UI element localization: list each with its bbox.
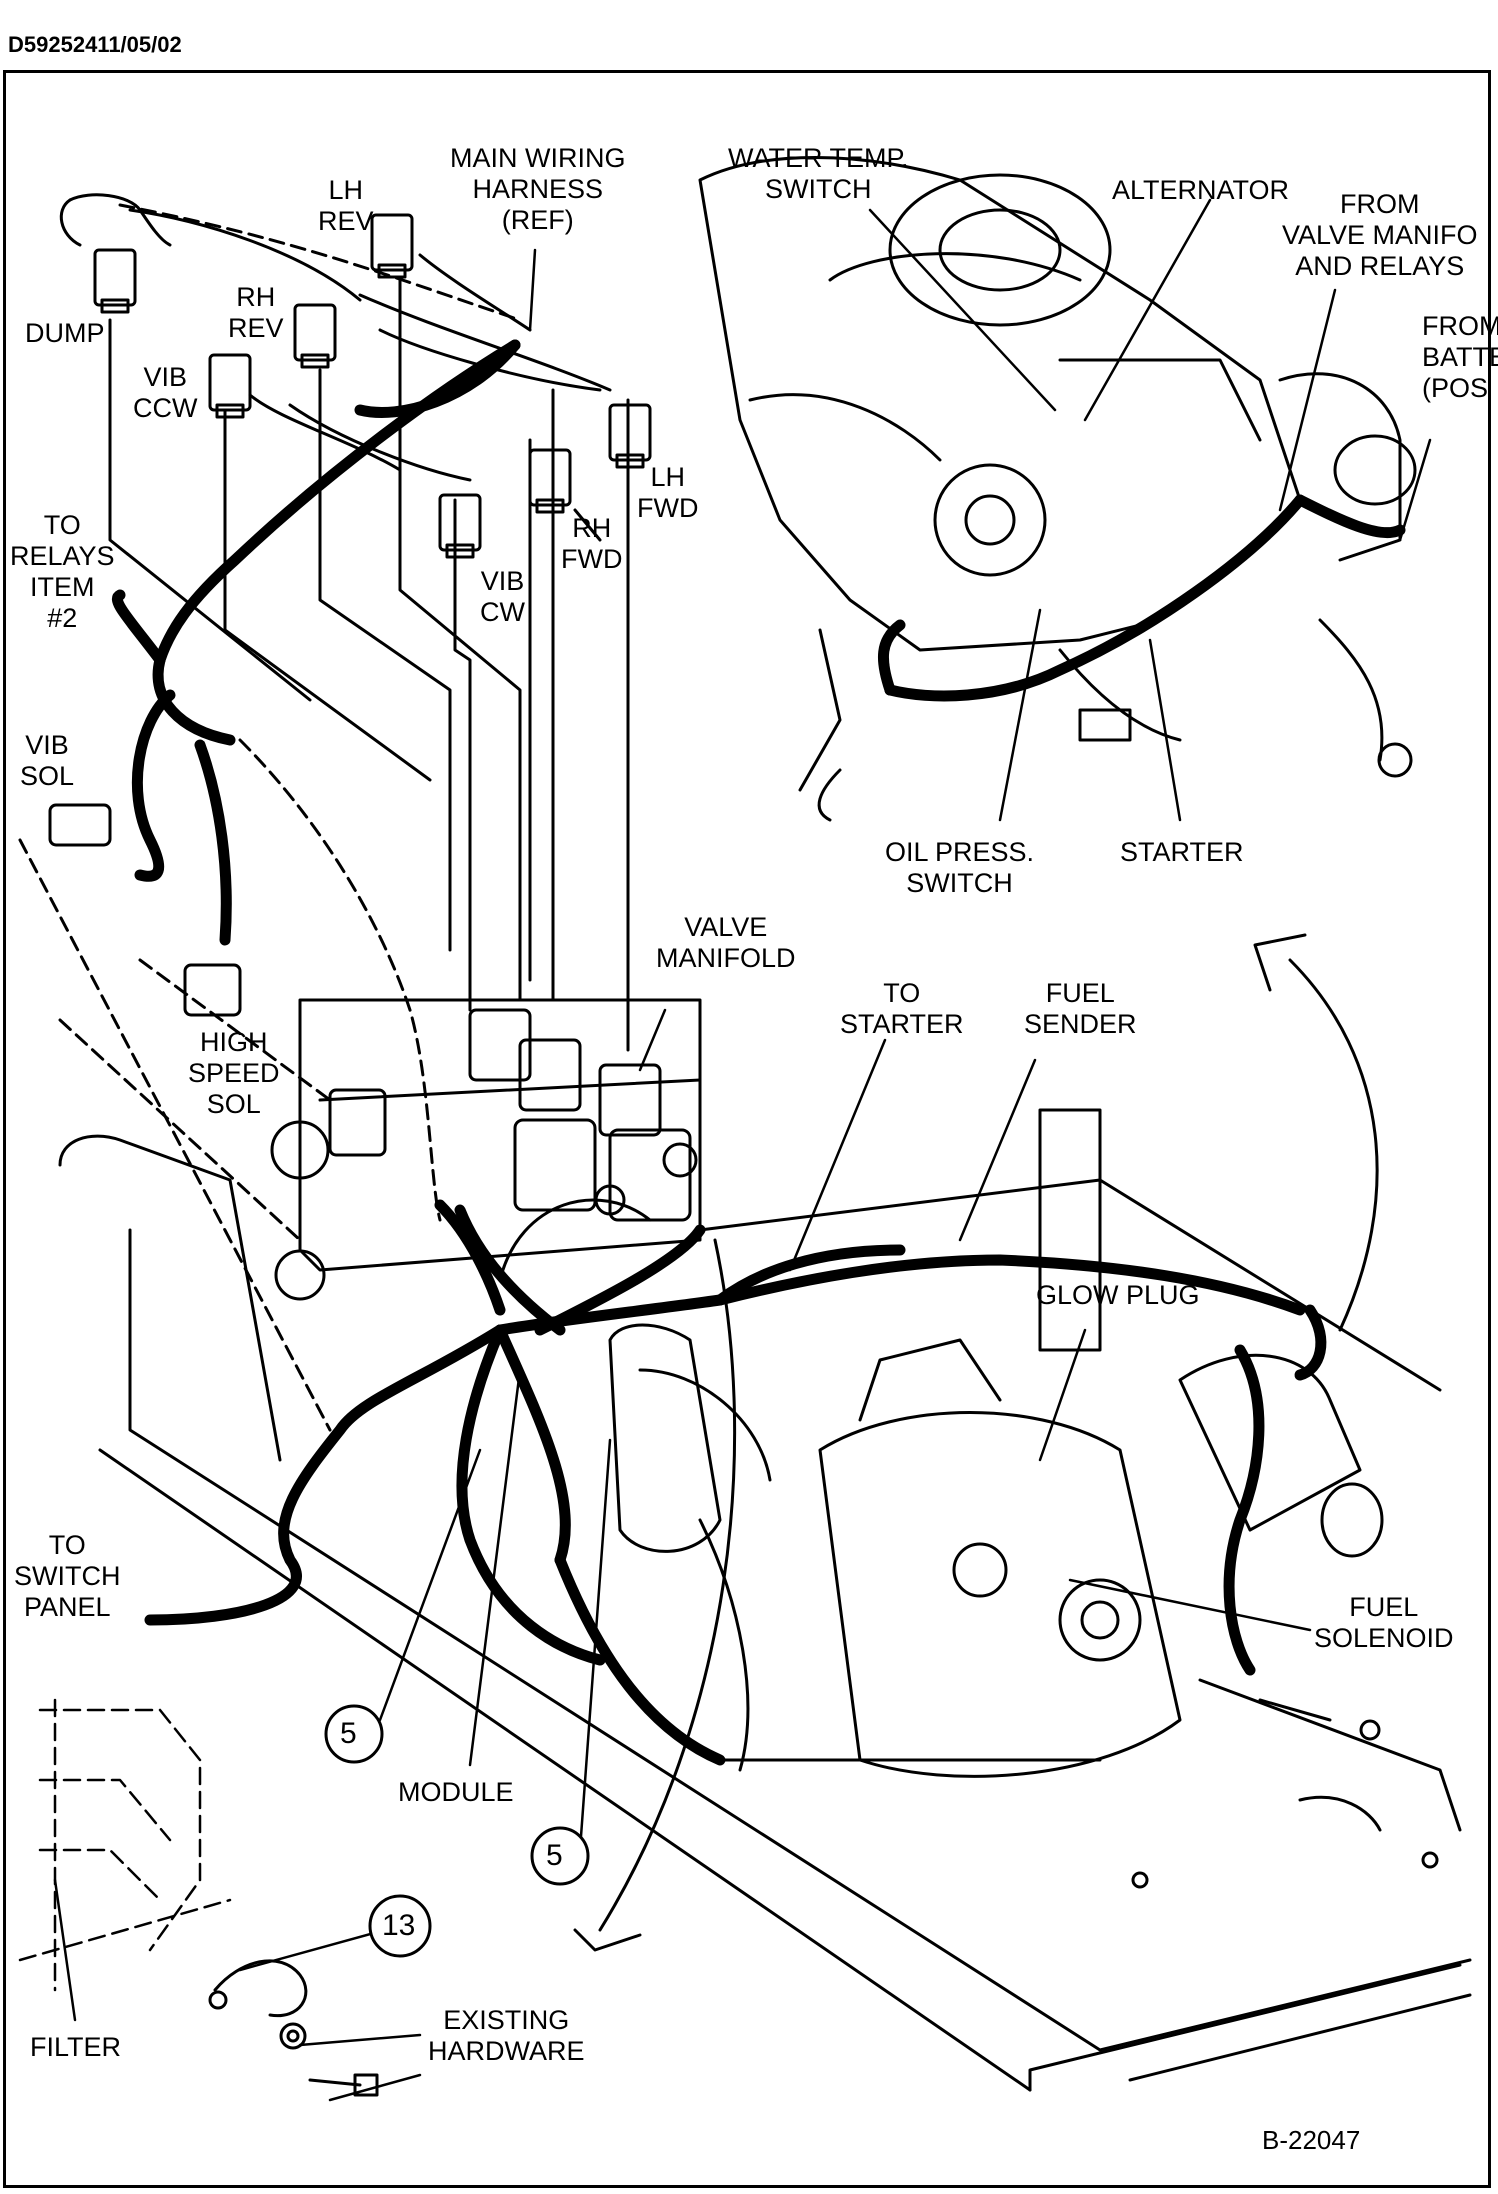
label-vib-cw: VIB CW — [480, 566, 525, 627]
callout-item-13 — [368, 1894, 432, 1958]
callout-item-5a — [324, 1704, 384, 1764]
label-to-starter: TO STARTER — [840, 978, 964, 1039]
label-dump: DUMP — [25, 318, 105, 348]
callout-number-5a: 5 — [340, 1717, 357, 1750]
base-plate — [58, 1108, 1472, 2092]
label-to-switch-panel: TO SWITCH PANEL — [14, 1530, 121, 1622]
label-fuel-sender: FUEL SENDER — [1024, 978, 1137, 1039]
label-rh-fwd: RH FWD — [561, 513, 623, 574]
label-main-wiring-harness: MAIN WIRING HARNESS (REF) — [450, 143, 626, 235]
label-lh-rev: LH REV — [318, 175, 374, 236]
valve-manifold-block — [270, 998, 702, 1301]
label-vib-sol: VIB SOL — [20, 730, 75, 791]
label-high-speed-sol: HIGH SPEED SOL — [188, 1027, 280, 1119]
label-starter: STARTER — [1120, 837, 1244, 867]
label-from-valve-manifold: FROM VALVE MANIFO AND RELAYS — [1282, 189, 1478, 281]
callout-number-13: 13 — [382, 1909, 416, 1942]
main-harness — [112, 339, 1406, 1766]
lower-engine — [608, 1323, 1462, 1889]
label-alternator: ALTERNATOR — [1112, 175, 1290, 205]
label-filter: FILTER — [30, 2032, 122, 2062]
callout-item-5b — [530, 1826, 590, 1886]
label-module: MODULE — [398, 1777, 514, 1807]
figure-id: B-22047 — [1262, 2125, 1361, 2155]
upper-connectors — [48, 213, 652, 1017]
document-id: D59252411/05/02 — [8, 32, 182, 57]
label-valve-manifold: VALVE MANIFOLD — [656, 912, 796, 973]
label-existing-hardware: EXISTING HARDWARE — [428, 2005, 585, 2066]
label-glow-plug: GLOW PLUG — [1036, 1280, 1200, 1310]
label-fuel-solenoid: FUEL SOLENOID — [1314, 1592, 1454, 1653]
motion-arrows — [573, 933, 1379, 1952]
diagram-border — [3, 70, 1491, 2188]
label-oil-press-switch: OIL PRESS. SWITCH — [885, 837, 1035, 898]
thin-wires — [18, 193, 630, 1432]
filter-assembly — [18, 1698, 232, 1992]
callout-number-5b: 5 — [546, 1839, 563, 1872]
label-from-battery: FROM BATTE (POS — [1422, 311, 1498, 403]
label-lh-fwd: LH FWD — [637, 462, 699, 523]
hardware-parts — [208, 1959, 379, 2097]
label-to-relays-item-2: TO RELAYS ITEM #2 — [10, 510, 115, 633]
label-vib-ccw: VIB CCW — [133, 362, 198, 423]
label-water-temp-switch: WATER TEMP. SWITCH — [728, 143, 909, 204]
label-rh-rev: RH REV — [228, 282, 284, 343]
label-leaders — [53, 198, 1432, 2102]
